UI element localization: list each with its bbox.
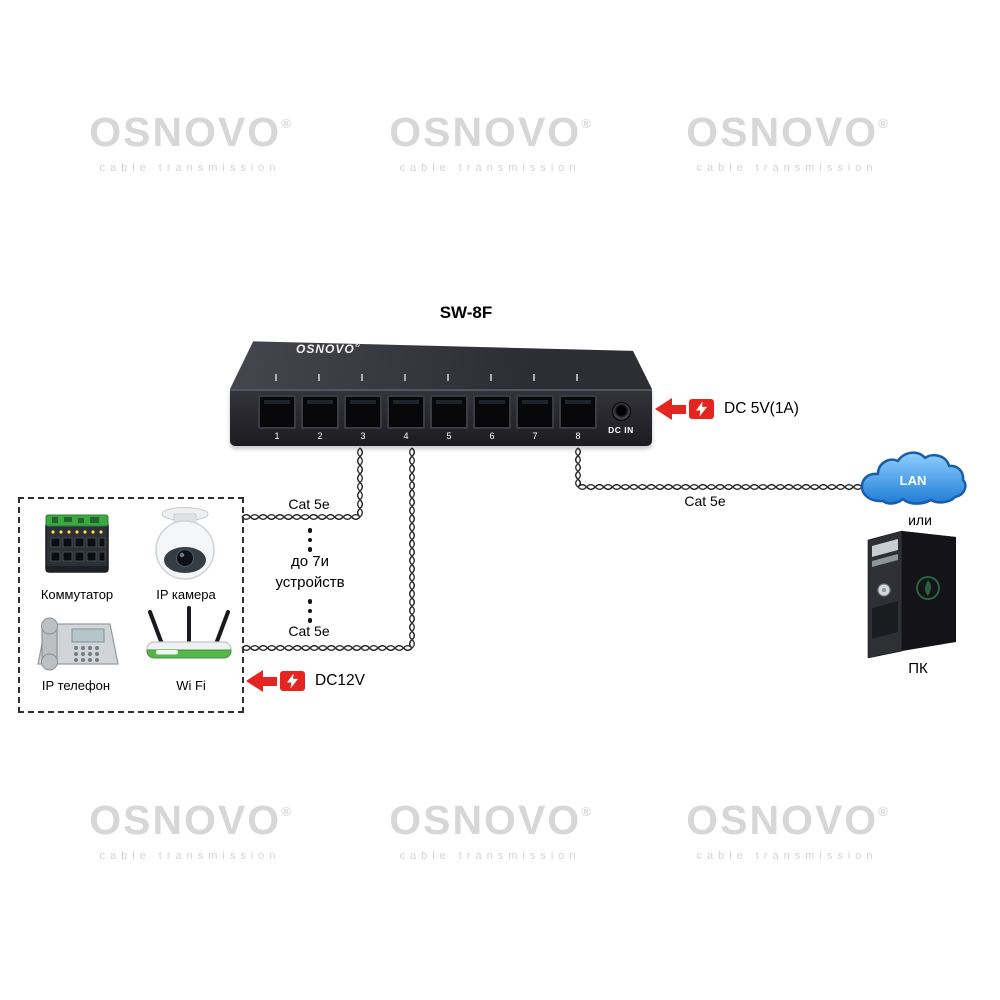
registered-mark: ® <box>878 804 888 819</box>
ip-phone-label: IP телефон <box>41 678 111 693</box>
port-number: 7 <box>532 431 538 441</box>
dc5v-label: DC 5V(1A) <box>724 400 799 417</box>
cat5e-cable <box>575 447 863 490</box>
rj45-port-7 <box>516 395 554 429</box>
watermark-brand: OSNOVO <box>89 109 282 155</box>
port-number: 4 <box>403 431 409 441</box>
registered-mark: ® <box>878 116 888 131</box>
port-number: 8 <box>575 431 581 441</box>
wifi-router-image <box>146 606 232 659</box>
switch-logo: OSNOVO® <box>296 342 361 356</box>
watermark-brand: OSNOVO <box>686 797 879 843</box>
switch-top-face <box>230 341 652 389</box>
devices-group-box <box>18 497 244 713</box>
registered-mark: ® <box>581 116 591 131</box>
dc-in-label: DC IN <box>608 425 634 435</box>
rj45-port-3 <box>344 395 382 429</box>
lightning-bolt-icon <box>280 671 305 691</box>
watermark-brand: OSNOVO <box>686 109 879 155</box>
dc12v-label: DC12V <box>315 672 365 689</box>
port-number: 6 <box>489 431 495 441</box>
ip-phone-image <box>37 617 119 671</box>
switch-led-indicator <box>447 374 449 381</box>
watermark: OSNOVO® cable transmission <box>652 109 922 175</box>
lightning-bolt-icon <box>689 399 714 419</box>
watermark: OSNOVO® cable transmission <box>355 109 625 175</box>
watermark: OSNOVO® cable transmission <box>55 797 325 863</box>
watermark-subtitle: cable transmission <box>399 850 581 862</box>
watermark: OSNOVO® cable transmission <box>55 109 325 175</box>
pc-label: ПК <box>908 660 928 677</box>
vertical-ellipsis-dots <box>306 528 314 552</box>
watermark-brand: OSNOVO <box>89 797 282 843</box>
or-label: или <box>908 512 932 528</box>
watermark-subtitle: cable transmission <box>696 850 878 862</box>
watermark-subtitle: cable transmission <box>99 162 281 174</box>
watermark-brand: OSNOVO <box>389 109 582 155</box>
dc-in-jack <box>612 402 631 421</box>
watermark-subtitle: cable transmission <box>696 162 878 174</box>
registered-mark: ® <box>281 116 291 131</box>
lan-label: LAN <box>900 473 927 488</box>
switch-led-indicator <box>275 374 277 381</box>
cat5e-label: Cat 5e <box>288 623 330 639</box>
port-number: 2 <box>317 431 323 441</box>
pc-tower-image <box>867 530 956 658</box>
wifi-router-label: Wi Fi <box>176 678 206 693</box>
port-number: 1 <box>274 431 280 441</box>
cat5e-cable <box>241 447 415 651</box>
switch-led-indicator <box>361 374 363 381</box>
ip-camera-image <box>155 507 215 580</box>
switch-led-indicator <box>533 374 535 381</box>
watermark-subtitle: cable transmission <box>399 162 581 174</box>
rj45-port-6 <box>473 395 511 429</box>
industrial-switch-label: Коммутатор <box>40 587 114 602</box>
rj45-port-1 <box>258 395 296 429</box>
arrow-left-icon <box>655 398 672 420</box>
port-number: 3 <box>360 431 366 441</box>
switch-led-indicator <box>490 374 492 381</box>
rj45-port-5 <box>430 395 468 429</box>
switch-model-title: SW-8F <box>439 303 493 322</box>
registered-mark: ® <box>581 804 591 819</box>
switch-led-indicator <box>318 374 320 381</box>
watermark-brand: OSNOVO <box>389 797 582 843</box>
switch-led-indicator <box>404 374 406 381</box>
watermark: OSNOVO® cable transmission <box>355 797 625 863</box>
registered-mark: ® <box>281 804 291 819</box>
rj45-port-2 <box>301 395 339 429</box>
dc5v-power-arrow: DC 5V(1A) <box>655 398 799 420</box>
devices-count-note: до 7и устройств <box>275 553 345 591</box>
dc12v-power-arrow: DC12V <box>246 670 365 692</box>
ip-camera-label: IP камера <box>156 587 216 602</box>
cat5e-label: Cat 5e <box>288 496 330 512</box>
rj45-port-4 <box>387 395 425 429</box>
rj45-port-8 <box>559 395 597 429</box>
cat5e-label: Cat 5e <box>684 493 726 509</box>
arrow-left-icon <box>246 670 263 692</box>
lan-cloud: LAN <box>860 451 967 505</box>
port-number: 5 <box>446 431 452 441</box>
watermark: OSNOVO® cable transmission <box>652 797 922 863</box>
switch-led-indicator <box>576 374 578 381</box>
industrial-switch-image <box>45 514 109 573</box>
watermark-subtitle: cable transmission <box>99 850 281 862</box>
vertical-ellipsis-dots <box>306 599 314 623</box>
